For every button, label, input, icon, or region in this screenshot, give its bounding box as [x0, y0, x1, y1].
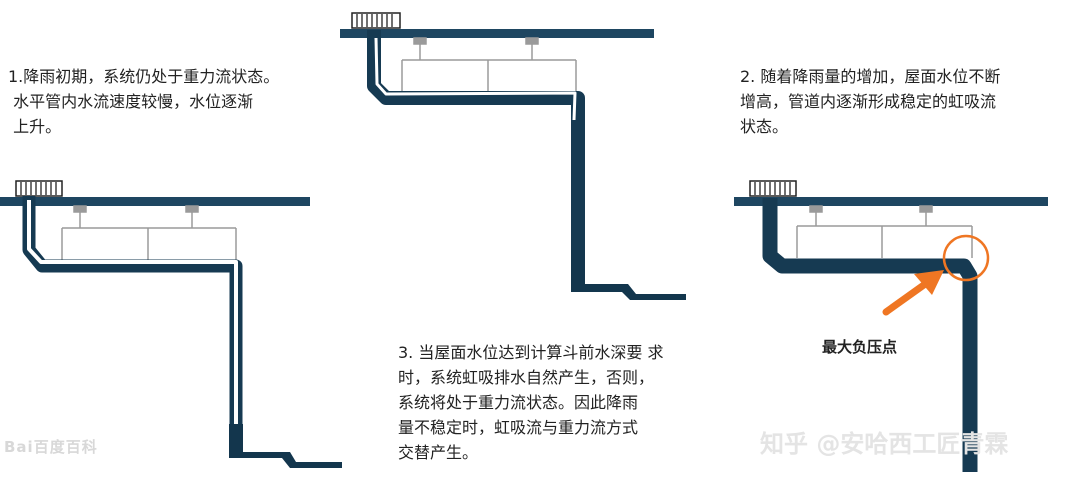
roof-slab-1 — [0, 197, 310, 206]
max-negative-pressure-label: 最大负压点 — [822, 338, 898, 356]
caption-step-2: 2. 随着降雨量的增加，屋面水位不断 增高，管道内逐渐形成稳定的虹吸流 状态。 — [740, 67, 1001, 136]
diagram-gravity-flow — [0, 180, 342, 468]
water-accumulation-1 — [229, 424, 342, 468]
water-accumulation-2 — [571, 250, 686, 300]
roof-slab-3 — [734, 197, 1048, 206]
roof-drain-grate-3 — [749, 180, 797, 197]
pipe-support-bracket-1 — [61, 205, 237, 262]
caption-step-3: 3. 当屋面水位达到计算斗前水深要 求 时，系统虹吸排水自然产生，否则， 系统将… — [398, 343, 664, 462]
drain-pipe-3 — [762, 198, 978, 472]
pipe-support-bracket-3 — [796, 205, 973, 258]
roof-drain-grate-2 — [351, 12, 401, 29]
watermark-zhihu: 知乎 @安哈西工匠青霖 — [760, 430, 1009, 458]
diagram-full-siphon — [734, 180, 1048, 472]
max-pressure-arrow — [882, 270, 944, 316]
roof-drain-grate-1 — [15, 180, 63, 197]
max-pressure-circle — [942, 234, 990, 282]
diagram-transition — [340, 12, 686, 300]
drain-pipe-2 — [367, 30, 585, 284]
watermark-baidu: Bai百度百科 — [4, 438, 98, 456]
caption-step-1: 1.降雨初期，系统仍处于重力流状态。 水平管内水流速度较慢，水位逐渐 上升。 — [8, 67, 280, 136]
pipe-bore-2 — [374, 37, 577, 121]
pipe-bore-1 — [27, 200, 238, 446]
drain-pipe-1 — [22, 196, 243, 452]
pipe-support-bracket-2 — [401, 37, 577, 94]
roof-slab-2 — [340, 29, 654, 38]
